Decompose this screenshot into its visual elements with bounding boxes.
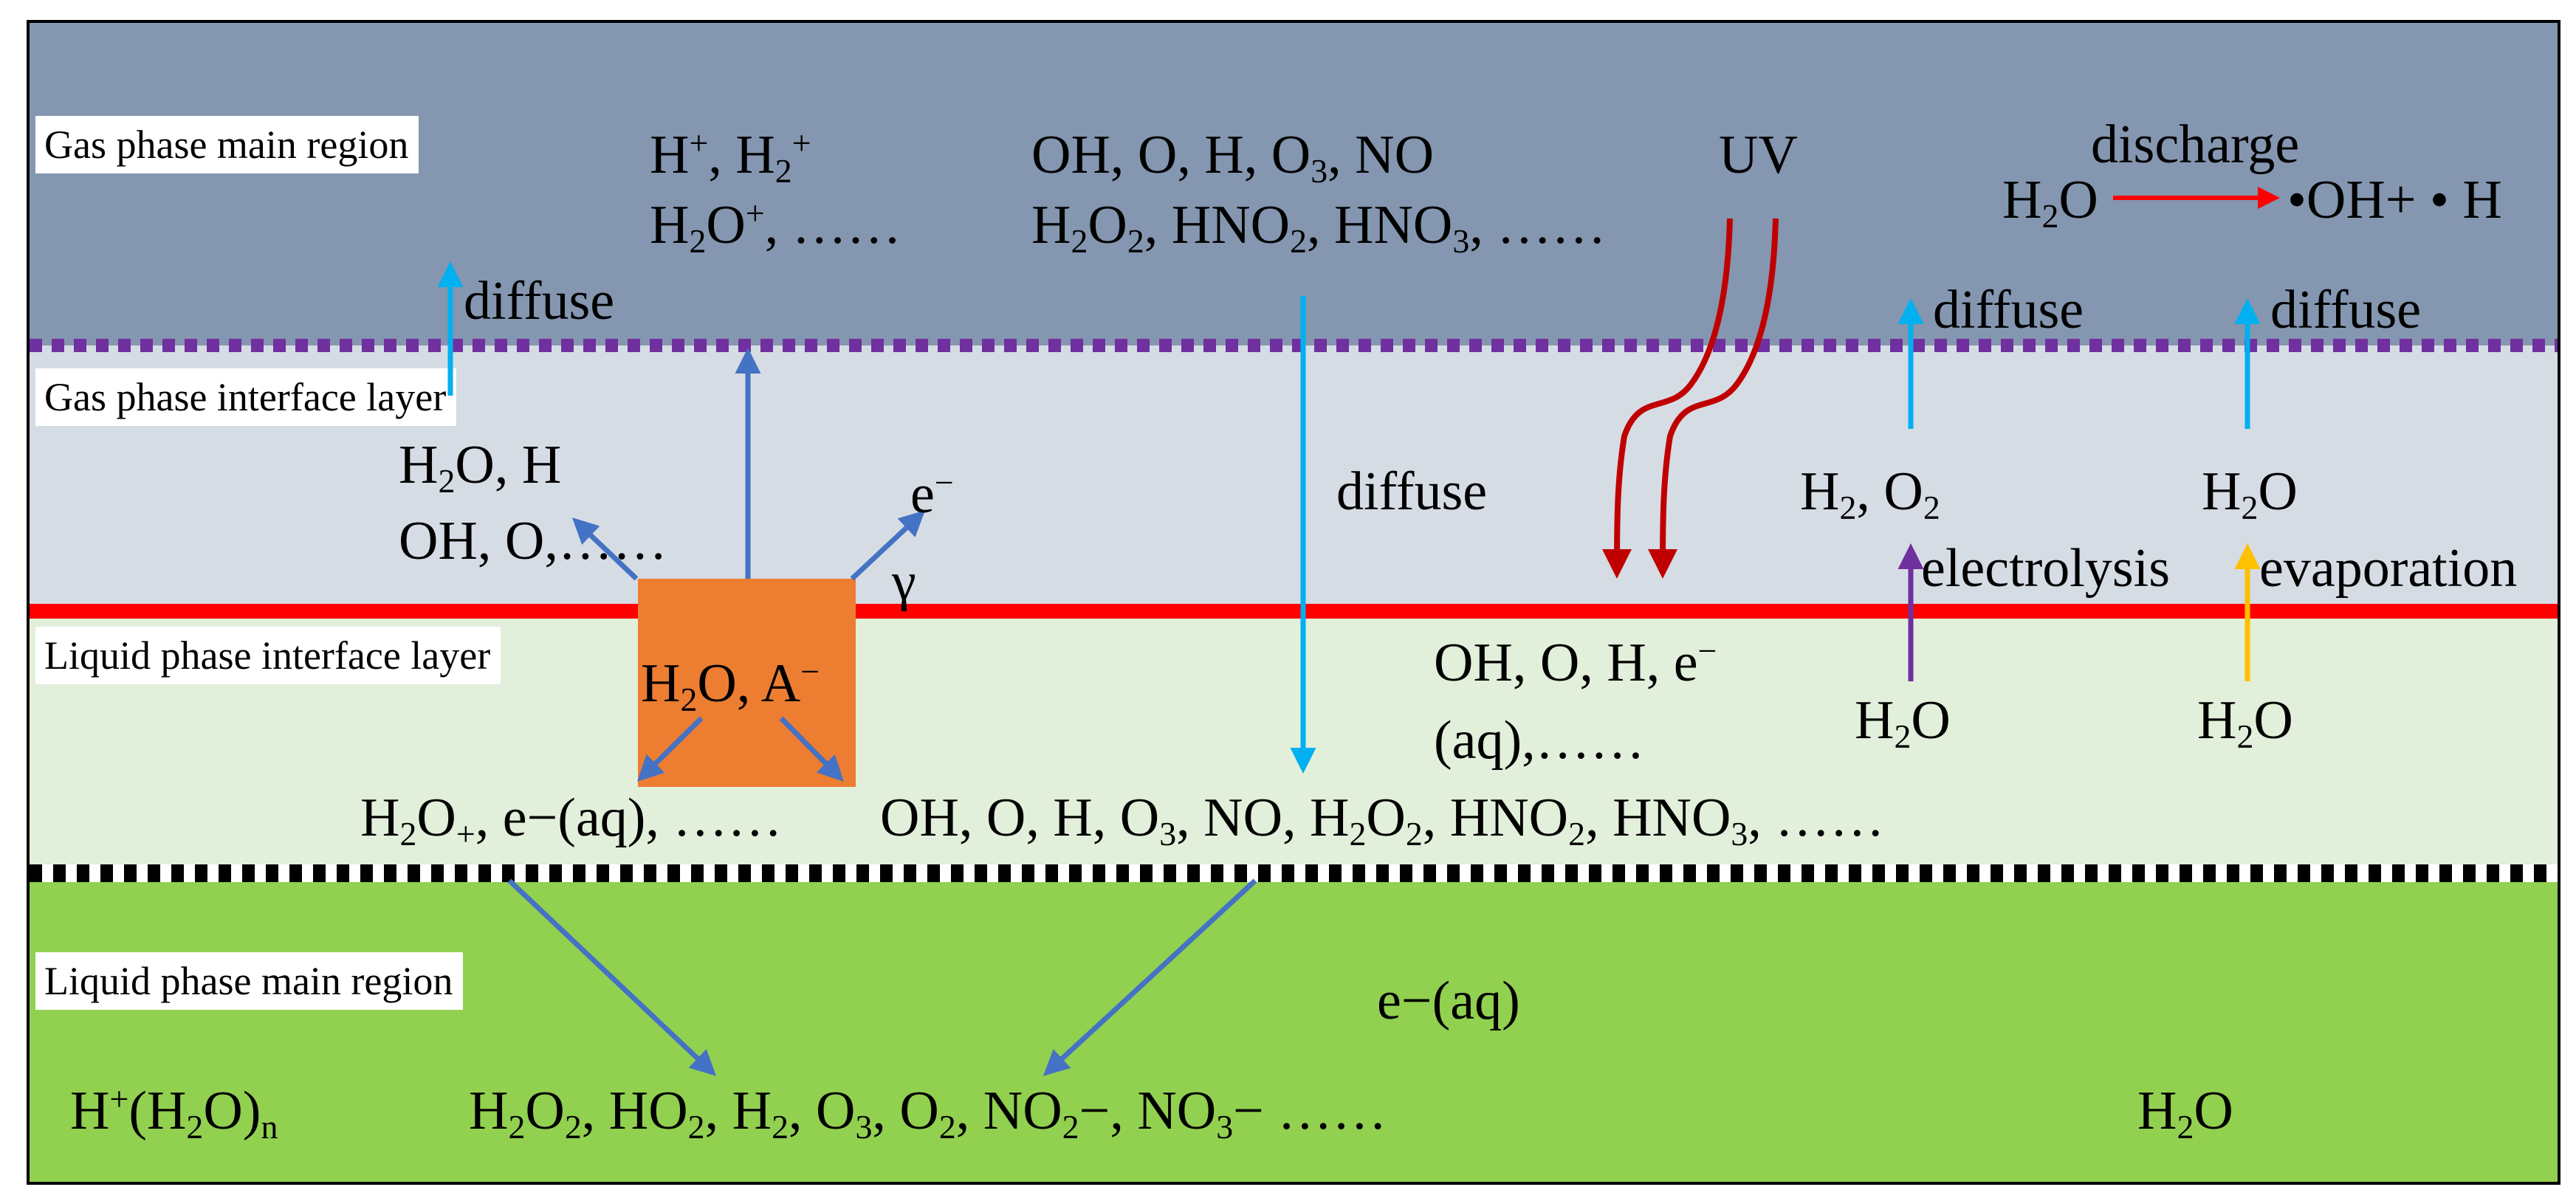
box-species: H2O, A−: [641, 652, 820, 718]
discharge-reactant: H2O: [2002, 170, 2098, 235]
gas-interface-species-1: H2O, H: [399, 435, 562, 500]
gas-neutrals-line-1: OH, O, H, O3, NO: [1031, 125, 1435, 190]
region-label-gas-main: Gas phase main region: [35, 116, 419, 173]
liquid-interface-h2o-left: H2O: [1855, 690, 1951, 755]
evaporation-label: evaporation: [2259, 538, 2518, 599]
region-label-gas-interface: Gas phase interface layer: [35, 368, 457, 426]
liquid-interface-radicals-1: OH, O, H, e−: [1434, 631, 1717, 693]
diffuse-label-h2o2: diffuse: [1933, 280, 2084, 340]
gas-ions-line-2: H2O+, ……: [650, 193, 901, 260]
liquid-interface-radicals-2: (aq),……: [1434, 710, 1645, 771]
diffuse-label-left: diffuse: [464, 271, 615, 331]
gas-interface-species-2: OH, O,……: [399, 511, 667, 571]
discharge-products: •OH+ • H: [2287, 170, 2502, 230]
arrow-box-down-left: [637, 716, 704, 782]
arrows-layer: [437, 187, 2280, 1076]
liquid-interface-products-right: OH, O, H, O3, NO, H2O2, HNO2, HNO3, ……: [880, 788, 1885, 853]
electrolysis-label: electrolysis: [1921, 538, 2171, 599]
liquid-interface-products-left: H2O+, e−(aq), ……: [360, 788, 783, 853]
liquid-interface-h2o-right: H2O: [2197, 690, 2293, 755]
electron-label: e−: [910, 463, 954, 525]
uv-label: UV: [1719, 125, 1798, 185]
uv-arrow-1: [1602, 218, 1733, 579]
diffuse-label-center: diffuse: [1336, 461, 1488, 522]
gas-ions-line-1: H+, H2+: [650, 123, 811, 190]
discharge-label: discharge: [2091, 114, 2300, 175]
gamma-label: γ: [892, 551, 916, 612]
diagram-frame: Gas phase main region Gas phase interfac…: [27, 20, 2560, 1185]
gas-interface-h2o: H2O: [2202, 461, 2298, 526]
arrow-to-liquid-products-right: [1043, 878, 1257, 1076]
gas-interface-boundary-dotted: [30, 339, 2558, 352]
region-label-liquid-interface: Liquid phase interface layer: [35, 627, 501, 684]
liquid-main-products: H2O2, HO2, H2, O3, O2, NO2−, NO3− ……: [469, 1081, 1387, 1146]
arrow-box-to-neutrals: [571, 517, 639, 581]
liquid-phase-main-region: [30, 882, 2558, 1182]
arrow-to-liquid-products-left: [507, 878, 717, 1076]
liquid-interface-boundary-dotted: [30, 864, 2558, 882]
diffuse-label-h2o: diffuse: [2270, 280, 2422, 340]
liquid-main-hydronium: H+(H2O)n: [70, 1079, 278, 1146]
region-label-liquid-main: Liquid phase main region: [35, 952, 464, 1010]
uv-arrow-2: [1648, 218, 1779, 579]
arrow-box-down-right: [779, 716, 844, 782]
liquid-main-eaq: e−(aq): [1377, 971, 1520, 1031]
plasma-contact-box: [638, 579, 856, 787]
arrow-box-to-electron: [850, 510, 926, 581]
liquid-main-h2o: H2O: [2137, 1081, 2233, 1146]
gas-neutrals-line-2: H2O2, HNO2, HNO3, ……: [1031, 195, 1607, 260]
gas-interface-h2-o2: H2, O2: [1800, 461, 1940, 526]
